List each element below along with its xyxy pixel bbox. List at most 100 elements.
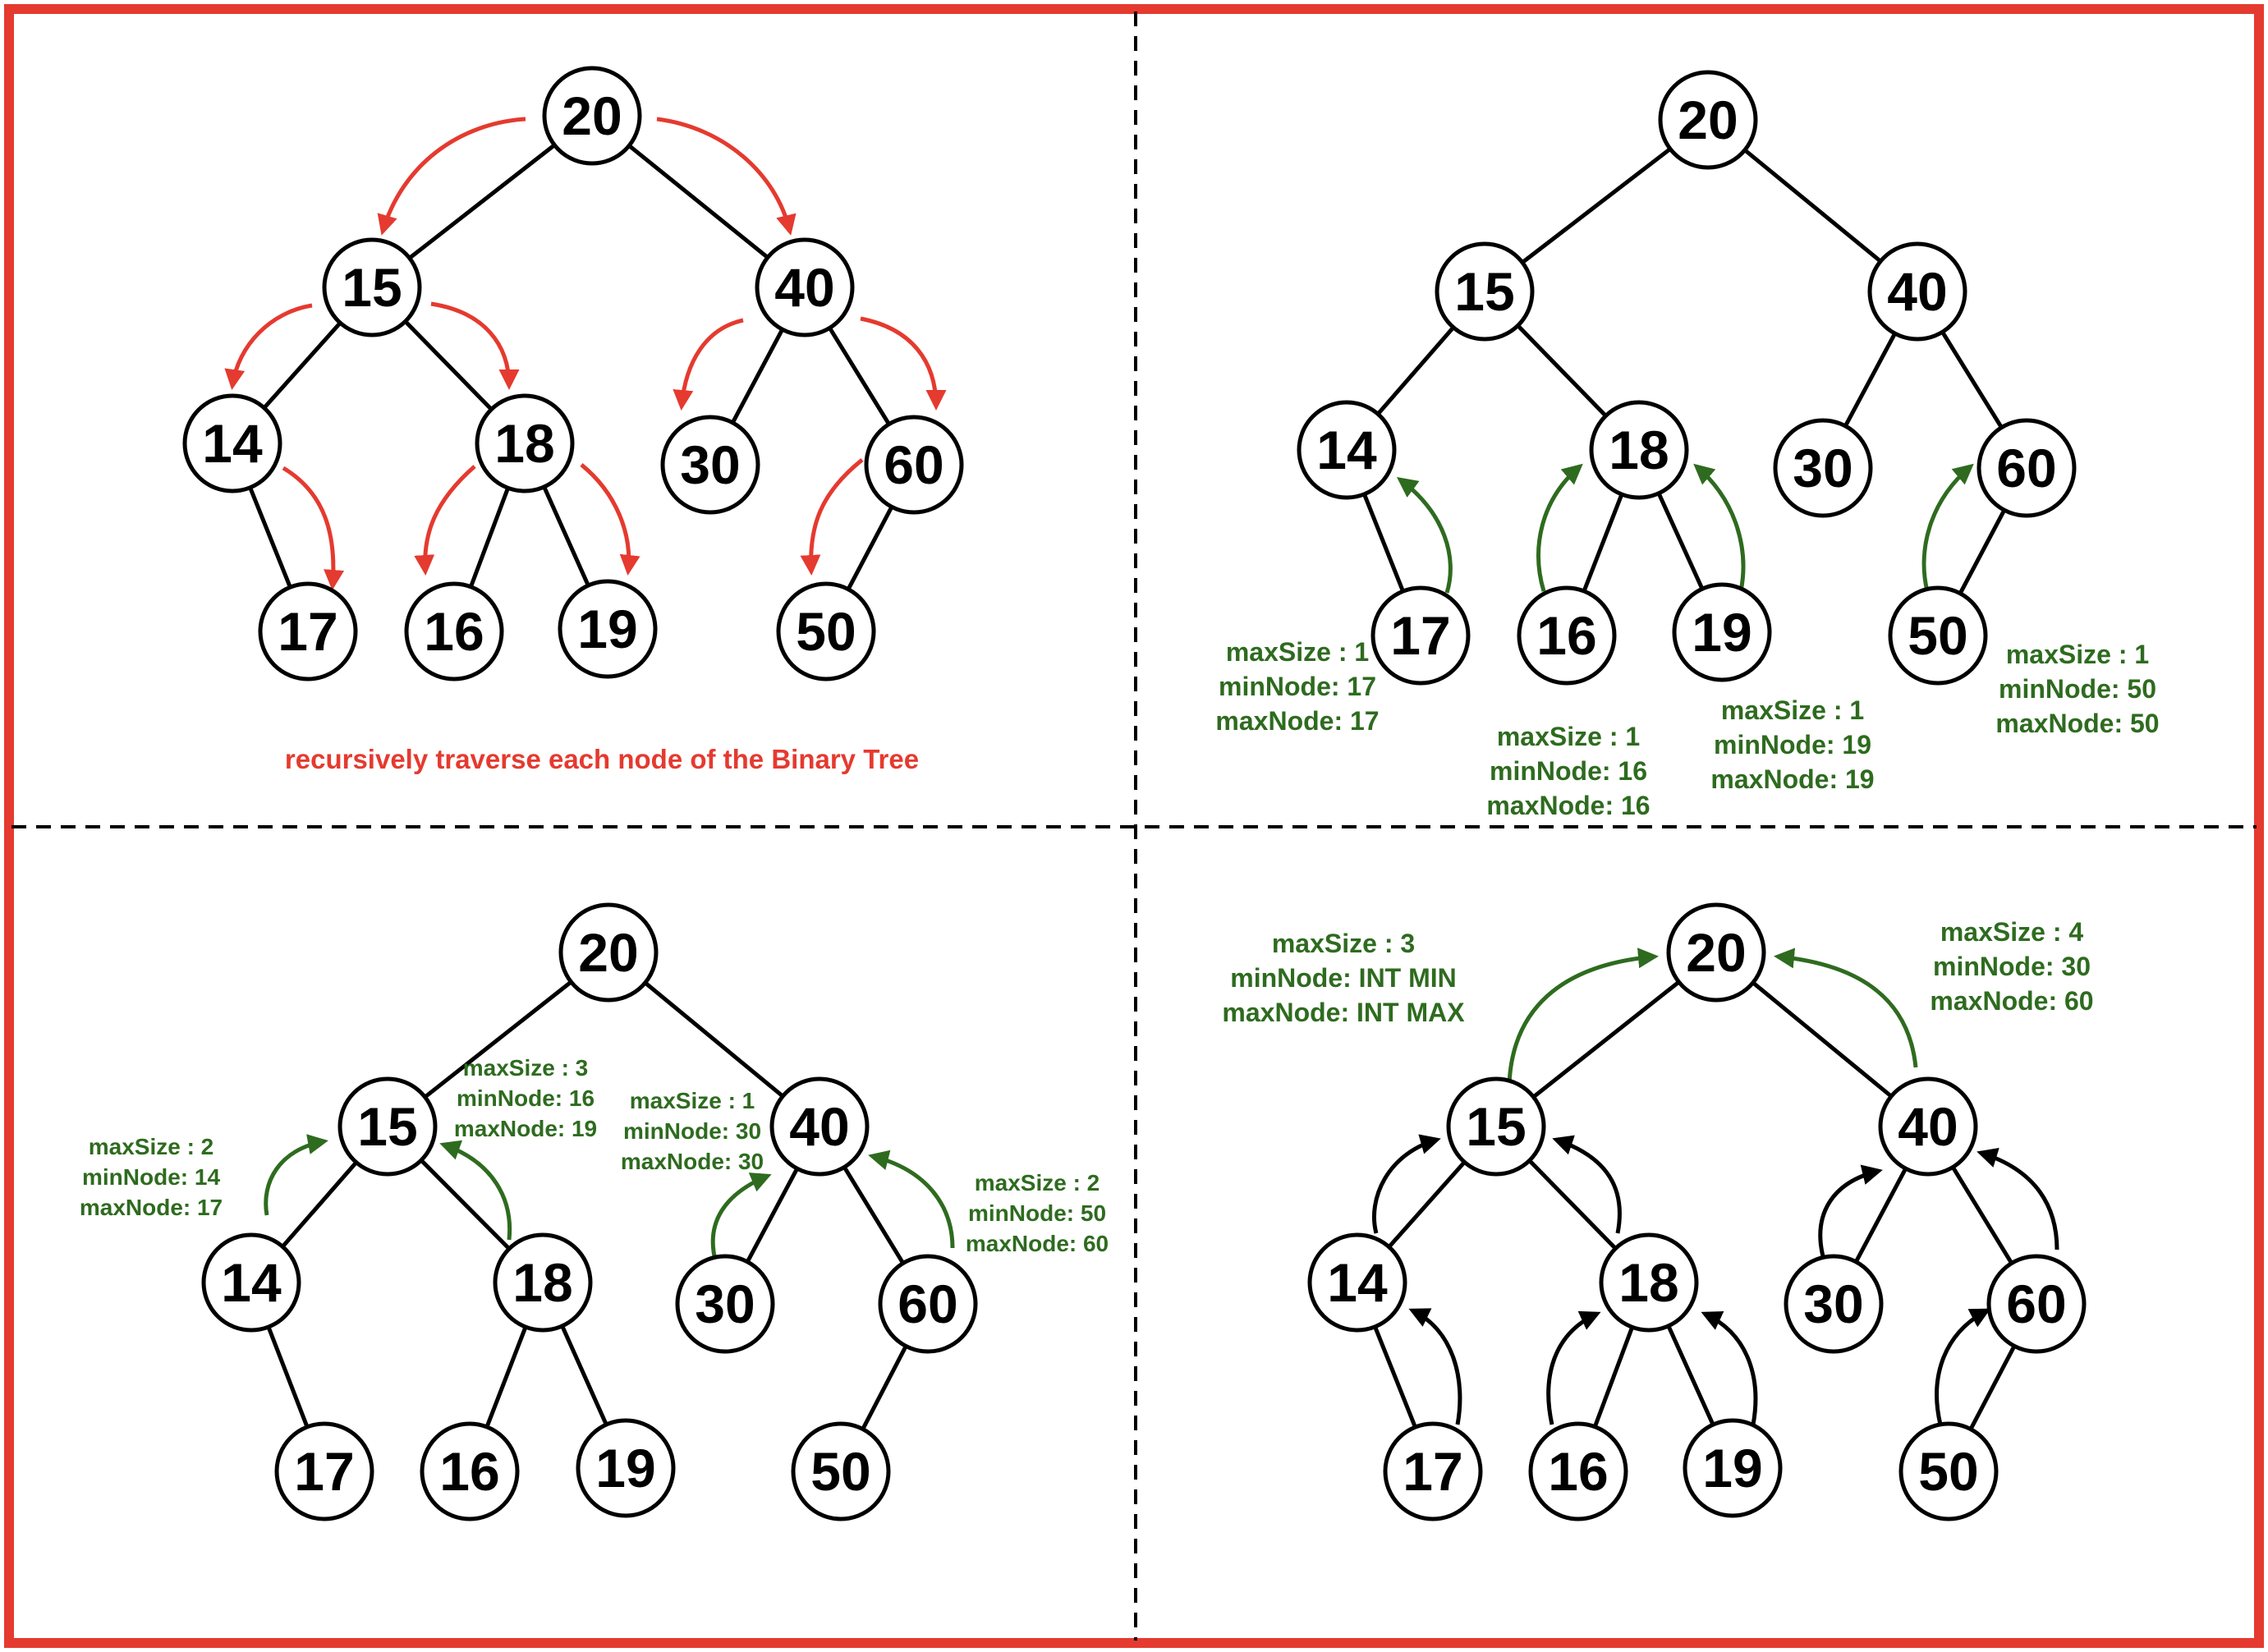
node-circle (1867, 241, 1967, 342)
annotation-bottom-left-a60-line: minNode: 50 (968, 1200, 1106, 1226)
node-circle (337, 1076, 438, 1177)
node-circle (201, 1232, 301, 1333)
node-circle (420, 1421, 520, 1521)
node-circle (1435, 241, 1535, 342)
node-circle (493, 1232, 593, 1333)
node-label: 14 (221, 1252, 282, 1313)
node-circle (1517, 585, 1617, 686)
annotation-top-right-a17-line: maxSize : 1 (1226, 637, 1369, 667)
node-label: 17 (278, 601, 337, 662)
node-circle (1878, 1076, 1978, 1177)
node-circle (1976, 418, 2077, 518)
node-label: 30 (1793, 438, 1853, 498)
node-circle (1307, 1232, 1407, 1333)
node-circle (1986, 1254, 2087, 1354)
tree-node-top-right-16: 16 (1517, 585, 1617, 686)
annotation-bottom-right-a15-line: minNode: INT MIN (1230, 963, 1457, 993)
annotation-bottom-left-a18-line: maxSize : 3 (463, 1055, 589, 1081)
node-label: 50 (810, 1441, 870, 1502)
node-label: 18 (1618, 1252, 1678, 1313)
arrow-bottom-right-3 (1552, 1135, 1622, 1234)
tree-node-bottom-right-18: 18 (1599, 1232, 1699, 1333)
arrow-bottom-right-4 (1818, 1164, 1883, 1257)
tree-node-top-left-60: 60 (864, 415, 964, 515)
arrow-bottom-right-5 (1976, 1147, 2059, 1250)
node-label: 20 (1686, 922, 1746, 983)
arrow-bottom-right-6 (1408, 1308, 1462, 1425)
annotations-layer: recursively traverse each node of the Bi… (80, 637, 2160, 1256)
arrow-bottom-right-7 (1546, 1310, 1601, 1425)
tree-node-bottom-left-18: 18 (493, 1232, 593, 1333)
node-circle (1446, 1076, 1546, 1177)
tree-node-bottom-left-15: 15 (337, 1076, 438, 1177)
tree-node-bottom-left-14: 14 (201, 1232, 301, 1333)
node-label: 16 (424, 601, 484, 662)
annotation-bottom-left-a60-line: maxSize : 2 (975, 1170, 1100, 1195)
arrow-bottom-right-1 (1774, 948, 1918, 1068)
node-label: 60 (1996, 438, 2056, 498)
node-label: 60 (884, 434, 943, 495)
tree-node-top-right-15: 15 (1435, 241, 1535, 342)
arrows-layer (224, 117, 2059, 1425)
node-label: 60 (2006, 1273, 2066, 1334)
node-label: 16 (439, 1441, 499, 1502)
tree-node-bottom-left-50: 50 (791, 1421, 891, 1521)
node-label: 40 (1887, 261, 1947, 322)
node-circle (1773, 418, 1873, 518)
node-label: 30 (1803, 1273, 1863, 1334)
node-label: 40 (774, 257, 834, 318)
arrow-top-left-1 (656, 117, 797, 236)
arrow-bottom-right-0 (1507, 948, 1659, 1085)
tree-node-bottom-right-50: 50 (1898, 1421, 1999, 1521)
tree-node-top-right-30: 30 (1773, 418, 1873, 518)
arrow-top-left-4 (673, 318, 744, 411)
node-label: 50 (796, 601, 856, 662)
tree-node-bottom-right-17: 17 (1383, 1421, 1483, 1521)
node-circle (1589, 400, 1689, 500)
annotation-bottom-left-a30-line: minNode: 30 (623, 1118, 761, 1144)
annotation-bottom-left-a18-line: minNode: 16 (457, 1085, 595, 1111)
node-circle (660, 415, 760, 515)
tree-node-top-right-17: 17 (1370, 585, 1471, 686)
tree-node-top-right-18: 18 (1589, 400, 1689, 500)
node-label: 60 (898, 1273, 957, 1334)
node-circle (1370, 585, 1471, 686)
arrow-top-left-9 (800, 458, 864, 576)
tree-node-bottom-right-15: 15 (1446, 1076, 1546, 1177)
annotation-top-right-a19-line: maxSize : 1 (1721, 695, 1864, 725)
annotation-bottom-left-a30-line: maxNode: 30 (621, 1149, 764, 1174)
node-label: 20 (562, 85, 622, 146)
tree-node-bottom-right-60: 60 (1986, 1254, 2087, 1354)
annotation-bottom-left-a14-line: minNode: 14 (82, 1164, 220, 1190)
tree-node-top-right-19: 19 (1672, 582, 1772, 682)
node-circle (558, 579, 658, 679)
node-label: 20 (578, 922, 638, 983)
arrow-top-left-3 (430, 301, 520, 390)
arrow-top-left-8 (580, 463, 640, 576)
arrow-top-right-3 (1921, 463, 1974, 592)
annotation-bottom-right-a40-line: maxNode: 60 (1930, 986, 2093, 1016)
node-label: 18 (494, 413, 554, 474)
annotation-top-right-a50-line: maxNode: 50 (1995, 709, 2159, 738)
arrow-top-left-0 (377, 117, 526, 236)
arrow-bottom-left-2 (710, 1172, 772, 1257)
node-circle (1888, 585, 1988, 686)
tree-node-top-left-18: 18 (475, 393, 575, 493)
node-circle (769, 1076, 870, 1177)
node-circle (404, 581, 504, 681)
tree-node-top-left-17: 17 (258, 581, 358, 681)
tree-node-bottom-left-60: 60 (878, 1254, 978, 1354)
annotation-bottom-right-a40-line: minNode: 30 (1933, 952, 2091, 981)
node-label: 14 (1327, 1252, 1388, 1313)
traversal-caption: recursively traverse each node of the Bi… (285, 744, 919, 774)
node-label: 16 (1536, 605, 1596, 666)
node-circle (182, 393, 282, 493)
arrow-top-left-6 (282, 466, 345, 590)
node-circle (1683, 1418, 1783, 1518)
tree-node-top-right-50: 50 (1888, 585, 1988, 686)
annotation-bottom-right-a15-line: maxNode: INT MAX (1222, 998, 1465, 1027)
node-circle (791, 1421, 891, 1521)
annotation-bottom-right-a40-line: maxSize : 4 (1940, 917, 2084, 947)
tree-node-top-right-14: 14 (1297, 400, 1397, 500)
node-circle (864, 415, 964, 515)
